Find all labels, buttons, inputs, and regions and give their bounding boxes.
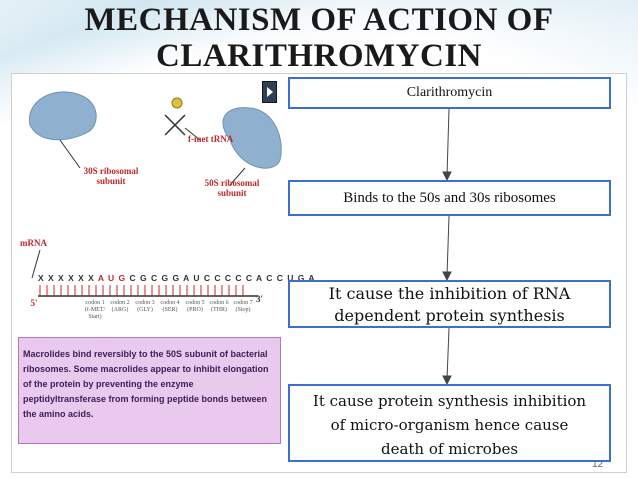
seq-prefix: X X X X X X: [38, 273, 98, 283]
mrna-pointer-line: [31, 249, 41, 279]
label-3prime: 3': [256, 294, 264, 304]
flow-step-1-text: Clarithromycin: [406, 85, 493, 100]
codon-label: codon 4 (SER): [160, 300, 180, 313]
codon-label: codon 5 (PRO): [185, 300, 205, 313]
scissors-icon: [164, 114, 186, 136]
flow-step-protein-inhibition: It cause protein synthesis inhibition of…: [288, 384, 611, 462]
label-30s-line1: 30S ribosomal: [83, 166, 139, 176]
30s-ribosome-shape: [29, 91, 97, 141]
flow-step-binds-ribosomes: Binds to the 50s and 30s ribosomes: [288, 180, 611, 216]
page-number: 12: [592, 459, 604, 470]
arrow-3-4: [446, 327, 450, 381]
30s-pointer-line: [59, 139, 81, 169]
flow-step-clarithromycin: Clarithromycin: [288, 77, 611, 109]
arrow-2-3: [446, 215, 450, 277]
codon-label: codon 3 (GLY): [135, 300, 155, 313]
slide-title-line1: MECHANISM OF ACTION OF: [84, 2, 554, 38]
slide-title-line2: CLARITHROMYCIN: [155, 38, 482, 74]
caption-box: [18, 337, 281, 444]
flow-step-3-line2: dependent protein synthesis: [334, 306, 565, 325]
seq-rest: C G C G G A U C C C C C A C C U G A: [126, 273, 316, 283]
seq-start-codon: A U G: [97, 273, 127, 283]
label-30s: 30S ribosomal subunit: [76, 166, 146, 186]
label-50s-line2: subunit: [217, 188, 247, 198]
codon-label: codon 2 (ARG): [110, 300, 130, 313]
codon-label: codon 1 (f-MET/ Start): [84, 300, 106, 320]
mrna-sequence: X X X X X X A U G C G C G G A U C C C C …: [38, 273, 316, 283]
flow-step-4-line1: It cause protein synthesis inhibition: [312, 392, 587, 410]
flow-step-4-line2: of micro-organism hence cause: [330, 416, 569, 434]
label-5prime: 5': [30, 298, 38, 308]
label-mrna: mRNA: [20, 238, 47, 248]
codon-labels: codon 1 (f-MET/ Start) codon 2 (ARG) cod…: [83, 300, 253, 326]
codon-label: codon 7 (Stop): [233, 300, 253, 313]
label-50s: 50S ribosomal subunit: [194, 178, 270, 198]
figure-next-button[interactable]: [262, 81, 277, 103]
flow-arrows: [442, 108, 452, 386]
flow-step-2-text: Binds to the 50s and 30s ribosomes: [343, 190, 556, 206]
trna-pointer-line: [184, 127, 201, 141]
arrow-1-2: [446, 108, 450, 177]
mrna-teeth: [39, 285, 244, 296]
50s-ribosome-shape: [222, 107, 282, 169]
label-trna: f-met tRNA: [188, 134, 234, 144]
codon-label: codon 6 (THR): [209, 300, 229, 313]
50s-pointer-line: [229, 167, 246, 186]
trna-head-icon: [171, 97, 183, 109]
flow-step-4-line3: death of microbes: [380, 440, 519, 458]
flow-step-inhibition-rna: It cause the inhibition of RNA dependent…: [288, 280, 611, 328]
label-30s-line2: subunit: [96, 176, 126, 186]
caption-text: Macrolides bind reversibly to the 50S su…: [23, 349, 269, 419]
flow-step-3-line1: It cause the inhibition of RNA: [328, 284, 571, 303]
label-50s-line1: 50S ribosomal: [204, 178, 260, 188]
